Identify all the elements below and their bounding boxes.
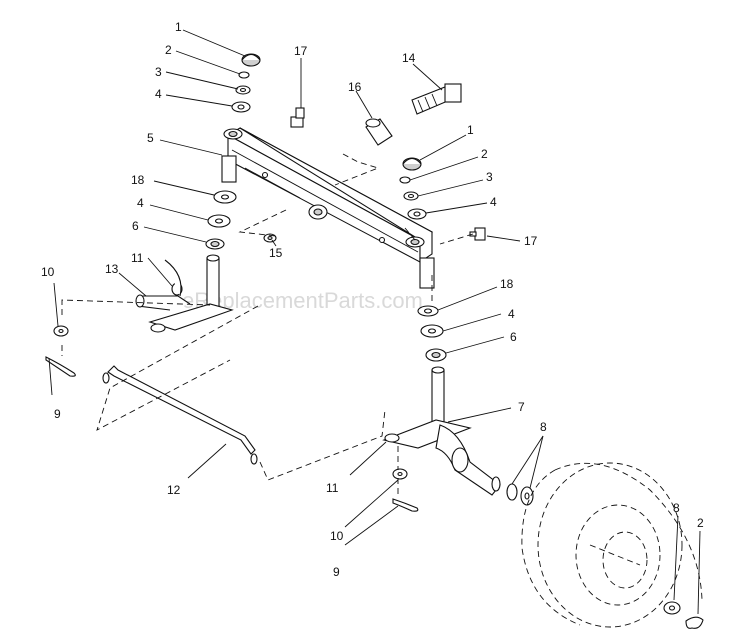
left-spindle [135, 254, 234, 333]
callout-3-top-left: 3 [155, 65, 162, 79]
right-lower-washers [417, 305, 447, 362]
callout-13: 13 [105, 262, 119, 276]
callout-10-right: 10 [330, 529, 344, 543]
callout-4-right: 4 [490, 195, 497, 209]
callout-14: 14 [402, 51, 416, 65]
callout-6-left: 6 [132, 219, 139, 233]
right-spindle [382, 366, 501, 496]
callout-8-wheel: 8 [673, 501, 680, 515]
spacer [365, 118, 393, 146]
right-spindle-hardware [399, 157, 486, 241]
callout-numbers: 1 2 3 4 5 18 4 6 17 16 14 1 2 3 4 17 15 … [41, 20, 704, 579]
callout-4-left: 4 [137, 196, 144, 210]
right-washer-pin [392, 468, 534, 512]
callout-11-right: 11 [326, 481, 339, 495]
callout-2-top-left: 2 [165, 43, 172, 57]
callout-4-lower-right: 4 [508, 307, 515, 321]
bolt [411, 83, 462, 115]
left-washer-pin [45, 325, 76, 377]
callout-15: 15 [269, 246, 283, 260]
callout-1-top-left: 1 [175, 20, 182, 34]
callout-9-left: 9 [54, 407, 61, 421]
callout-18-left: 18 [131, 173, 145, 187]
wheel-tire [521, 462, 704, 629]
callout-10-left: 10 [41, 265, 55, 279]
tie-rod [102, 365, 258, 465]
axle-beam [221, 127, 435, 289]
callout-18-right: 18 [500, 277, 514, 291]
callout-1-right: 1 [467, 123, 474, 137]
callout-17-right: 17 [524, 234, 538, 248]
callout-9-right: 9 [333, 565, 340, 579]
leader-lines [48, 29, 701, 615]
callout-6-right: 6 [510, 330, 517, 344]
callout-16: 16 [348, 80, 362, 94]
callout-11-left: 11 [131, 251, 144, 265]
callout-5: 5 [147, 131, 154, 145]
grease-fitting-left [290, 107, 305, 128]
callout-8-axle: 8 [540, 420, 547, 434]
callout-3-right: 3 [486, 170, 493, 184]
left-spindle-hardware [205, 53, 261, 250]
callout-7: 7 [518, 400, 525, 414]
callout-2-right: 2 [481, 147, 488, 161]
assembly-lines [61, 153, 474, 495]
callout-4-top-left: 4 [155, 87, 162, 101]
callout-2-wheel: 2 [697, 516, 704, 530]
callout-12: 12 [167, 483, 181, 497]
callout-17-top: 17 [294, 44, 308, 58]
